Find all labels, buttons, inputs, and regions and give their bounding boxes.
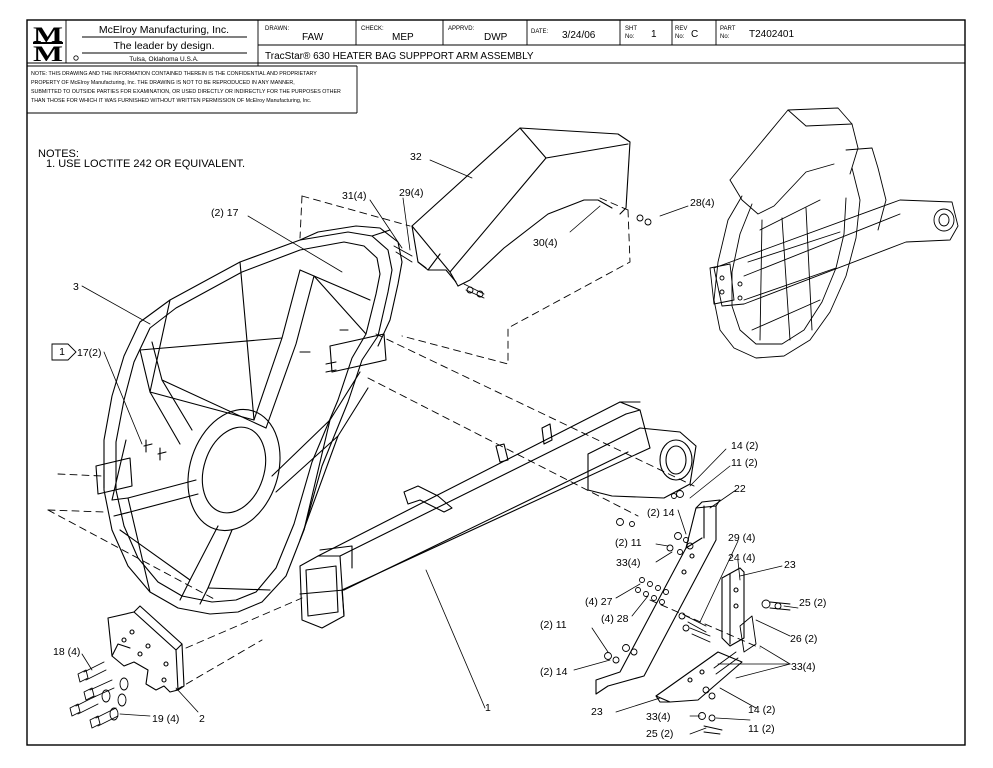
part-label: PART <box>720 26 736 32</box>
drawn-value: FAW <box>302 32 324 43</box>
callout-26: 26 (2) <box>790 633 817 645</box>
confidential-line: NOTE: THIS DRAWING AND THE INFORMATION C… <box>31 71 317 77</box>
company-name: McElroy Manufacturing, Inc. <box>99 24 229 36</box>
part-number: T2402401 <box>749 29 794 40</box>
mounting-plate-part-2 <box>107 605 185 693</box>
notes-heading: NOTES: <box>38 148 79 160</box>
callout-18: 18 (4) <box>53 646 80 658</box>
check-value: MEP <box>392 32 414 43</box>
company-logo: M M <box>31 22 79 66</box>
date-label: DATE: <box>531 29 549 35</box>
drawing-title: TracStar® 630 HEATER BAG SUPPPORT ARM AS… <box>265 51 534 62</box>
callout-2: 2 <box>199 713 205 725</box>
callout-33-upper: 33(4) <box>616 557 641 569</box>
callout-33-lower: 33(4) <box>646 711 671 723</box>
callout-11-top: 11 (2) <box>731 457 758 469</box>
sht-label-no: No: <box>625 34 635 40</box>
callout-3: 3 <box>73 281 79 293</box>
rev-label: REV <box>675 26 687 32</box>
callout-2-14-lower: (2) 14 <box>540 666 568 678</box>
callout-22: 22 <box>734 483 746 495</box>
note-flag-number: 1 <box>59 346 65 358</box>
drawn-label: DRAWN: <box>265 26 289 32</box>
bracket-part-23-upper <box>721 567 745 647</box>
callout-23-lower: 23 <box>591 706 603 718</box>
callout-31: 31(4) <box>342 190 367 202</box>
confidential-notice: NOTE: THIS DRAWING AND THE INFORMATION C… <box>31 71 341 104</box>
heater-frame-part-3 <box>95 225 403 615</box>
part-label-no: No: <box>720 34 730 40</box>
callout-33-right: 33(4) <box>791 661 816 673</box>
company-tagline: The leader by design. <box>114 40 215 52</box>
callout-1: 1 <box>485 702 491 714</box>
fastener-hardware <box>69 214 791 735</box>
callout-25-lower: 25 (2) <box>646 728 673 740</box>
callout-2-17: (2) 17 <box>211 207 239 219</box>
apprvd-value: DWP <box>484 32 508 43</box>
sht-label: SHT <box>625 26 637 32</box>
callout-29-top: 29(4) <box>399 187 424 199</box>
sht-value: 1 <box>651 29 657 40</box>
callout-24: 24 (4) <box>728 552 755 564</box>
main-arm-part-1 <box>299 401 697 629</box>
title-block <box>27 20 965 114</box>
callout-29-lower: 29 (4) <box>728 532 755 544</box>
rev-label-no: No: <box>675 34 685 40</box>
callout-labels: 32 31(4) 29(4) 28(4) 30(4) (2) 17 3 17(2… <box>53 151 826 740</box>
callout-2-11-lower: (2) 11 <box>540 619 567 631</box>
sheet-border <box>26 19 966 746</box>
leader-lines <box>81 159 799 735</box>
callout-30: 30(4) <box>533 237 558 249</box>
confidential-line: PROPERTY OF McElroy Manufacturing, Inc. … <box>31 80 295 86</box>
callout-32: 32 <box>410 151 422 163</box>
support-bar-part-22 <box>595 499 721 695</box>
callout-28-top: 28(4) <box>690 197 715 209</box>
callout-11-lower: 11 (2) <box>748 723 775 735</box>
callout-14-top: 14 (2) <box>731 440 758 452</box>
callout-17-2: 17(2) <box>77 347 102 359</box>
date-value: 3/24/06 <box>562 30 596 41</box>
svg-text:M: M <box>33 41 63 66</box>
callout-25-upper: 25 (2) <box>799 597 826 609</box>
callout-27: (4) 27 <box>585 596 613 608</box>
callout-14-lower: 14 (2) <box>748 704 775 716</box>
assembly-lines <box>47 195 761 691</box>
callout-28-lower: (4) 28 <box>601 613 629 625</box>
callout-23-upper: 23 <box>784 559 796 571</box>
note-flag: 1 <box>51 343 77 361</box>
check-label: CHECK: <box>361 26 384 32</box>
confidential-line: SUBMITTED TO OUTSIDE PARTIES FOR EXAMINA… <box>31 89 341 95</box>
confidential-line: THAN THOSE FOR WHICH IT WAS FURNISHED WI… <box>31 98 311 104</box>
callout-2-14-upper: (2) 14 <box>647 507 675 519</box>
assembled-view-inset <box>709 107 959 359</box>
rev-value: C <box>691 29 698 40</box>
cover-part-32 <box>411 127 631 287</box>
company-location: Tulsa, Oklahoma U.S.A. <box>129 56 199 63</box>
bracket-part-23-lower <box>655 651 743 703</box>
callout-2-11-upper: (2) 11 <box>615 537 642 549</box>
apprvd-label: APPRVD: <box>448 26 475 32</box>
callout-19: 19 (4) <box>152 713 179 725</box>
note-item: 1. USE LOCTITE 242 OR EQUIVALENT. <box>46 158 245 170</box>
